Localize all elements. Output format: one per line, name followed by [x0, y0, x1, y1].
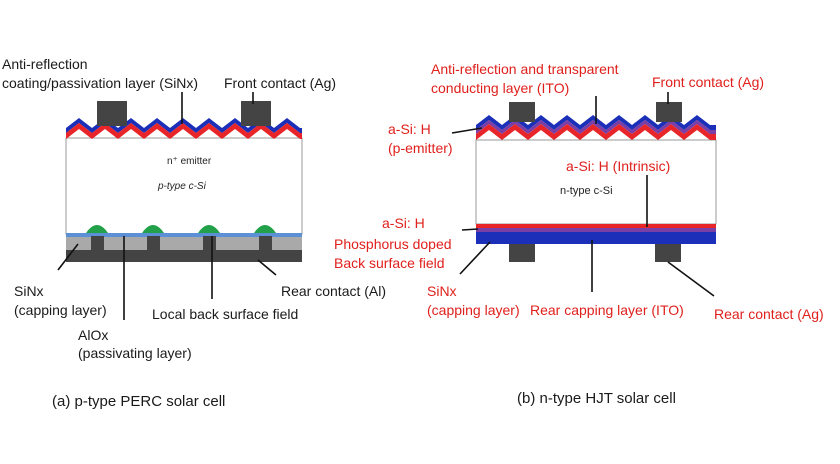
hjt-label-sinx-1: SiNx — [427, 283, 457, 299]
hjt-label-anti-reflection-2: conducting layer (ITO) — [431, 80, 570, 96]
perc-bulk-p-type-si — [65, 137, 303, 235]
perc-label-local-bsf: Local back surface field — [152, 306, 299, 322]
hjt-label-anti-reflection-1: Anti-reflection and transparent — [431, 61, 619, 77]
hjt-label-asi-p-2: (p-emitter) — [388, 140, 453, 156]
hjt-label-asi-n-1: a-Si: H — [382, 215, 425, 231]
perc-rear-via-4 — [259, 236, 272, 251]
hjt-label-asi-n-3: Back surface field — [334, 255, 445, 271]
perc-rear-contact-al — [66, 250, 302, 262]
perc-label-alox-2: (passivating layer) — [78, 345, 192, 361]
hjt-front-contact-left — [509, 102, 535, 122]
hjt-rear-contact-right — [655, 244, 681, 262]
hjt-label-asi-i: a-Si: H (Intrinsic) — [566, 158, 671, 174]
perc-rear-via-3 — [203, 236, 216, 251]
perc-cell — [57, 92, 303, 320]
perc-front-contact-right — [241, 101, 271, 126]
perc-label-anti-reflection-2: coating/passivation layer (SiNx) — [2, 75, 199, 91]
perc-sinx-capping-layer — [66, 237, 302, 250]
perc-emitter-layer — [66, 123, 302, 139]
perc-label-sinx-2: (capping layer) — [14, 302, 107, 318]
perc-label-rear-contact: Rear contact (Al) — [281, 283, 387, 299]
hjt-label-front-contact: Front contact (Ag) — [652, 74, 765, 90]
perc-label-anti-reflection-1: Anti-reflection — [2, 56, 88, 72]
hjt-bulk-n-type-si — [475, 139, 717, 225]
hjt-leader-asi-p — [451, 127, 483, 134]
perc-label-alox-1: AlOx — [78, 327, 109, 343]
hjt-label-rear-capping: Rear capping layer (ITO) — [530, 302, 684, 318]
hjt-label-rear-contact: Rear contact (Ag) — [714, 306, 824, 322]
hjt-cell — [451, 92, 717, 297]
hjt-rear-contact-left — [509, 244, 535, 262]
hjt-rear-asi-n-layer — [476, 228, 716, 232]
perc-local-bsf-2 — [142, 225, 164, 233]
perc-rear-via-1 — [91, 236, 104, 251]
perc-label-emitter: n⁺ emitter — [167, 156, 212, 167]
perc-local-bsf-1 — [86, 225, 108, 233]
perc-alox-layer — [66, 233, 302, 237]
hjt-asi-p-layer — [476, 120, 716, 134]
perc-label-sinx-1: SiNx — [14, 283, 44, 299]
hjt-leader-rear-contact — [667, 261, 715, 297]
hjt-label-bulk: n-type c-Si — [560, 185, 613, 197]
hjt-label-sinx-2: (capping layer) — [427, 302, 520, 318]
hjt-asi-i-layer — [476, 124, 716, 140]
hjt-rear-asi-i-layer — [476, 224, 716, 228]
hjt-rear-ito-layer — [476, 232, 716, 244]
hjt-leader-asi-n — [461, 228, 479, 231]
hjt-ito-layer — [476, 115, 716, 130]
perc-local-bsf-3 — [198, 225, 220, 233]
perc-local-bsf-4 — [254, 225, 276, 233]
hjt-leader-sinx — [459, 241, 491, 275]
hjt-front-contact-right — [656, 102, 682, 122]
hjt-label-asi-n-2: Phosphorus doped — [334, 236, 452, 252]
hjt-label-asi-p-1: a-Si: H — [388, 121, 431, 137]
hjt-caption: (b) n-type HJT solar cell — [517, 390, 676, 407]
perc-rear-via-2 — [147, 236, 160, 251]
perc-label-front-contact: Front contact (Ag) — [224, 75, 337, 91]
perc-leader-rear-contact — [257, 259, 277, 276]
perc-front-contact-left — [97, 101, 127, 126]
perc-label-bulk: p-type c-Si — [158, 181, 206, 192]
perc-caption: (a) p-type PERC solar cell — [52, 393, 226, 410]
perc-leader-sinx-capping — [57, 243, 79, 271]
